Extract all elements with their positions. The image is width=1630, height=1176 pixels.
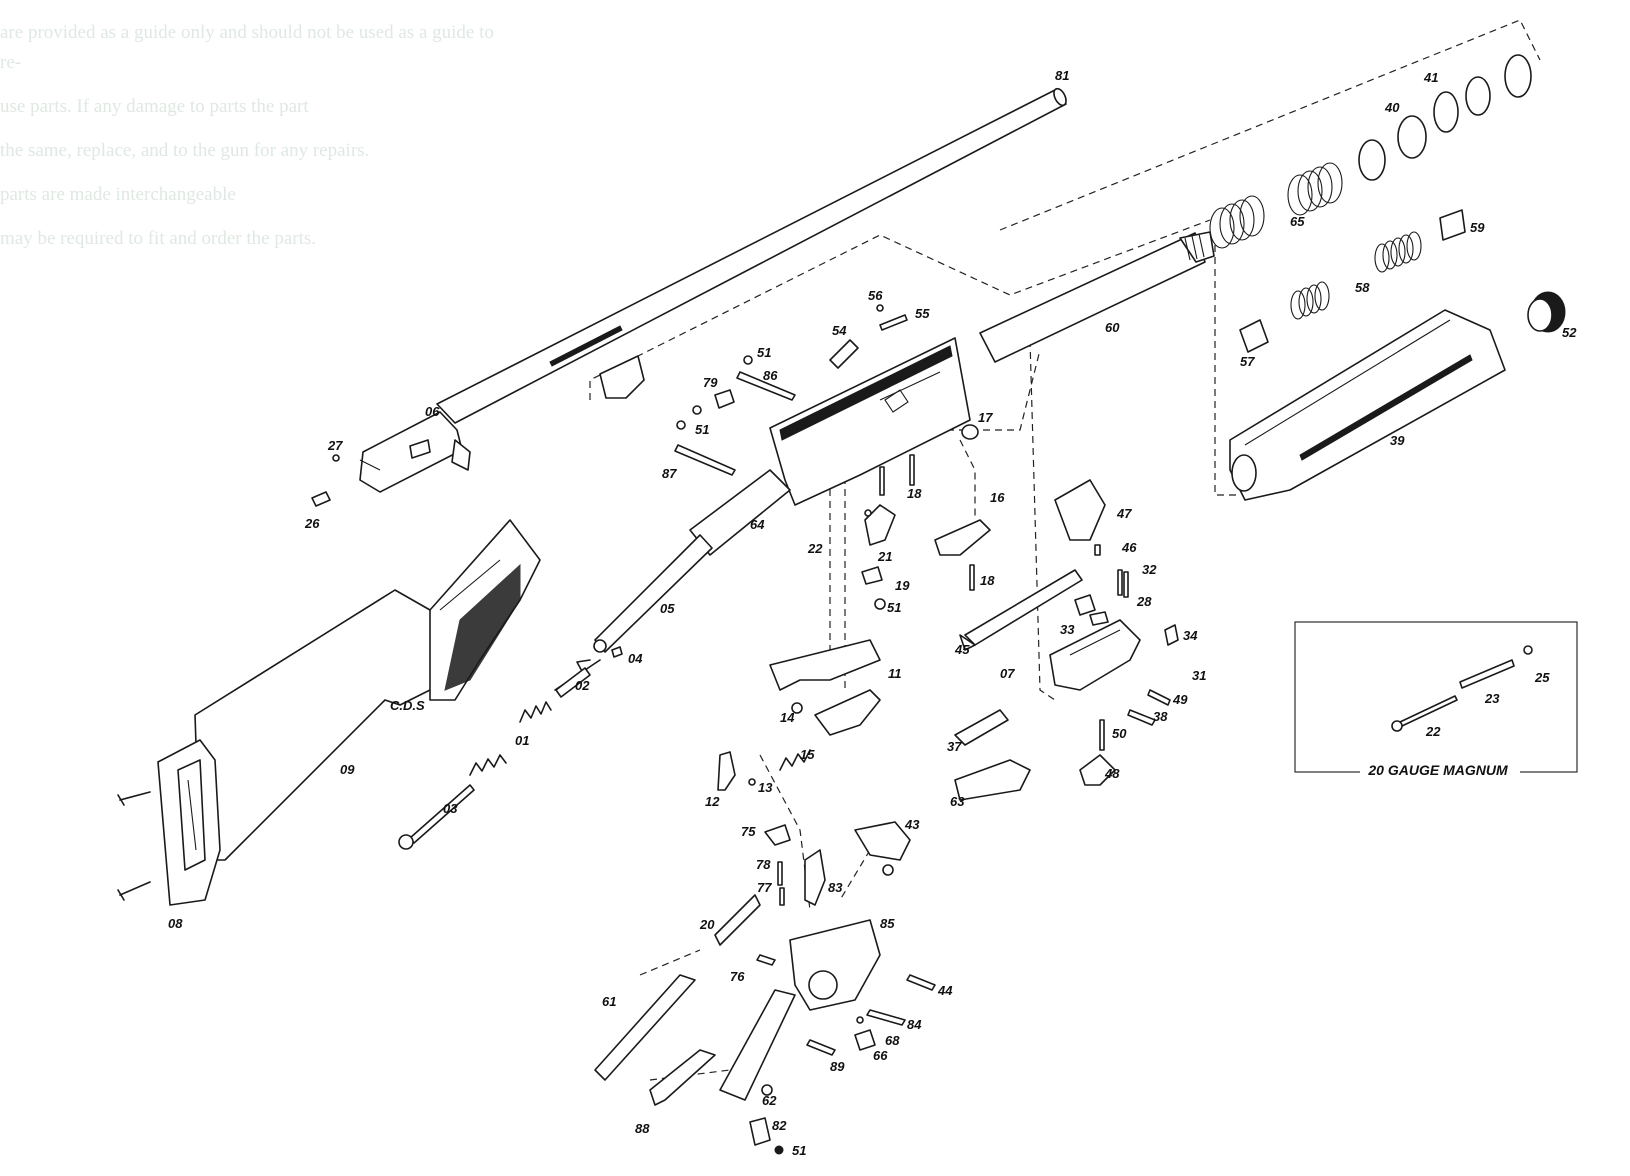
part-label: 31 <box>1192 668 1206 683</box>
part-label: 61 <box>602 994 616 1009</box>
stock-marking: C.D.S <box>390 698 425 713</box>
receiver-small-parts <box>674 304 991 610</box>
part-label: 19 <box>895 578 910 593</box>
inset-label-22: 22 <box>1425 724 1441 739</box>
part-label: 51 <box>887 600 901 615</box>
part-label: 21 <box>877 549 892 564</box>
part-label: 48 <box>1104 766 1120 781</box>
part-label: 81 <box>1055 68 1069 83</box>
part-label: 02 <box>575 678 590 693</box>
part-label: 14 <box>780 710 795 725</box>
trigger-group <box>594 821 936 1155</box>
part-label: 26 <box>304 516 320 531</box>
part-label: 40 <box>1384 100 1400 115</box>
part-label: 37 <box>947 739 962 754</box>
part-label: 75 <box>741 824 756 839</box>
part-label: 07 <box>1000 666 1015 681</box>
part-label: 66 <box>873 1048 888 1063</box>
part-label: 63 <box>950 794 965 809</box>
part-label: 43 <box>904 817 920 832</box>
part-label: 58 <box>1355 280 1370 295</box>
part-label: 38 <box>1153 709 1168 724</box>
part-label: 51 <box>695 422 709 437</box>
bolt-assembly <box>954 479 1179 801</box>
part-label: 28 <box>1136 594 1152 609</box>
part-label: 27 <box>327 438 343 453</box>
fore-end <box>1229 309 1506 501</box>
part-label: 41 <box>1423 70 1438 85</box>
part-label: 11 <box>888 666 902 681</box>
inset-20-gauge-magnum: 20 GAUGE MAGNUM 25 23 22 <box>1294 621 1578 778</box>
inset-label-25: 25 <box>1534 670 1550 685</box>
part-label: 76 <box>730 969 745 984</box>
part-label: 57 <box>1240 354 1255 369</box>
part-label: 34 <box>1183 628 1198 643</box>
part-label: 17 <box>978 410 993 425</box>
part-label: 51 <box>792 1143 806 1158</box>
part-label: 15 <box>800 747 815 762</box>
part-label: 18 <box>980 573 995 588</box>
inset-label-23: 23 <box>1484 691 1500 706</box>
part-label: 78 <box>756 857 771 872</box>
stock-assembly <box>117 519 541 906</box>
part-label: 06 <box>425 404 440 419</box>
part-label: 47 <box>1116 506 1132 521</box>
barrel-assembly <box>311 87 1067 507</box>
part-label: 62 <box>762 1093 777 1108</box>
part-label: 88 <box>635 1121 650 1136</box>
part-label: 51 <box>757 345 771 360</box>
part-label: 18 <box>907 486 922 501</box>
recoil-parts <box>398 646 623 850</box>
part-label: 87 <box>662 466 677 481</box>
part-label: 77 <box>757 880 772 895</box>
part-label: 84 <box>907 1017 922 1032</box>
inset-frame <box>1294 621 1578 773</box>
part-label: 03 <box>443 801 458 816</box>
part-label: 39 <box>1390 433 1405 448</box>
part-label: 55 <box>915 306 930 321</box>
magazine-parts <box>1209 54 1566 353</box>
part-label: 12 <box>705 794 720 809</box>
part-label: 65 <box>1290 214 1305 229</box>
part-label: 60 <box>1105 320 1120 335</box>
part-label: 49 <box>1172 692 1188 707</box>
part-label: 89 <box>830 1059 845 1074</box>
part-label: 68 <box>885 1033 900 1048</box>
part-label: 08 <box>168 916 183 931</box>
part-label: 44 <box>937 983 953 998</box>
part-label: 79 <box>703 375 718 390</box>
inset-part-22 <box>1399 695 1458 727</box>
part-label: 56 <box>868 288 883 303</box>
receiver-assembly <box>593 231 1215 653</box>
part-label: 45 <box>954 642 970 657</box>
part-label: 86 <box>763 368 778 383</box>
part-label: 85 <box>880 916 895 931</box>
part-label: 22 <box>807 541 823 556</box>
part-label: 04 <box>628 651 643 666</box>
inset-part-23 <box>1459 659 1515 689</box>
part-label: 32 <box>1142 562 1157 577</box>
inset-title: 20 GAUGE MAGNUM <box>1367 762 1508 778</box>
part-label: 13 <box>758 780 773 795</box>
inset-part-25 <box>1523 645 1533 655</box>
part-label: 46 <box>1121 540 1137 555</box>
part-label: 20 <box>699 917 715 932</box>
action-link-parts <box>717 639 881 791</box>
part-label: 01 <box>515 733 529 748</box>
part-label: 33 <box>1060 622 1075 637</box>
part-label: 83 <box>828 880 843 895</box>
part-label: 50 <box>1112 726 1127 741</box>
part-label: 05 <box>660 601 675 616</box>
part-label: 54 <box>832 323 847 338</box>
part-labels: 81 06 27 26 60 64 05 04 02 01 03 09 08 6… <box>168 68 1577 1158</box>
part-label: 64 <box>750 517 765 532</box>
part-label: 59 <box>1470 220 1485 235</box>
part-label: 16 <box>990 490 1005 505</box>
part-label: 82 <box>772 1118 787 1133</box>
part-label: 52 <box>1562 325 1577 340</box>
part-label: 09 <box>340 762 355 777</box>
